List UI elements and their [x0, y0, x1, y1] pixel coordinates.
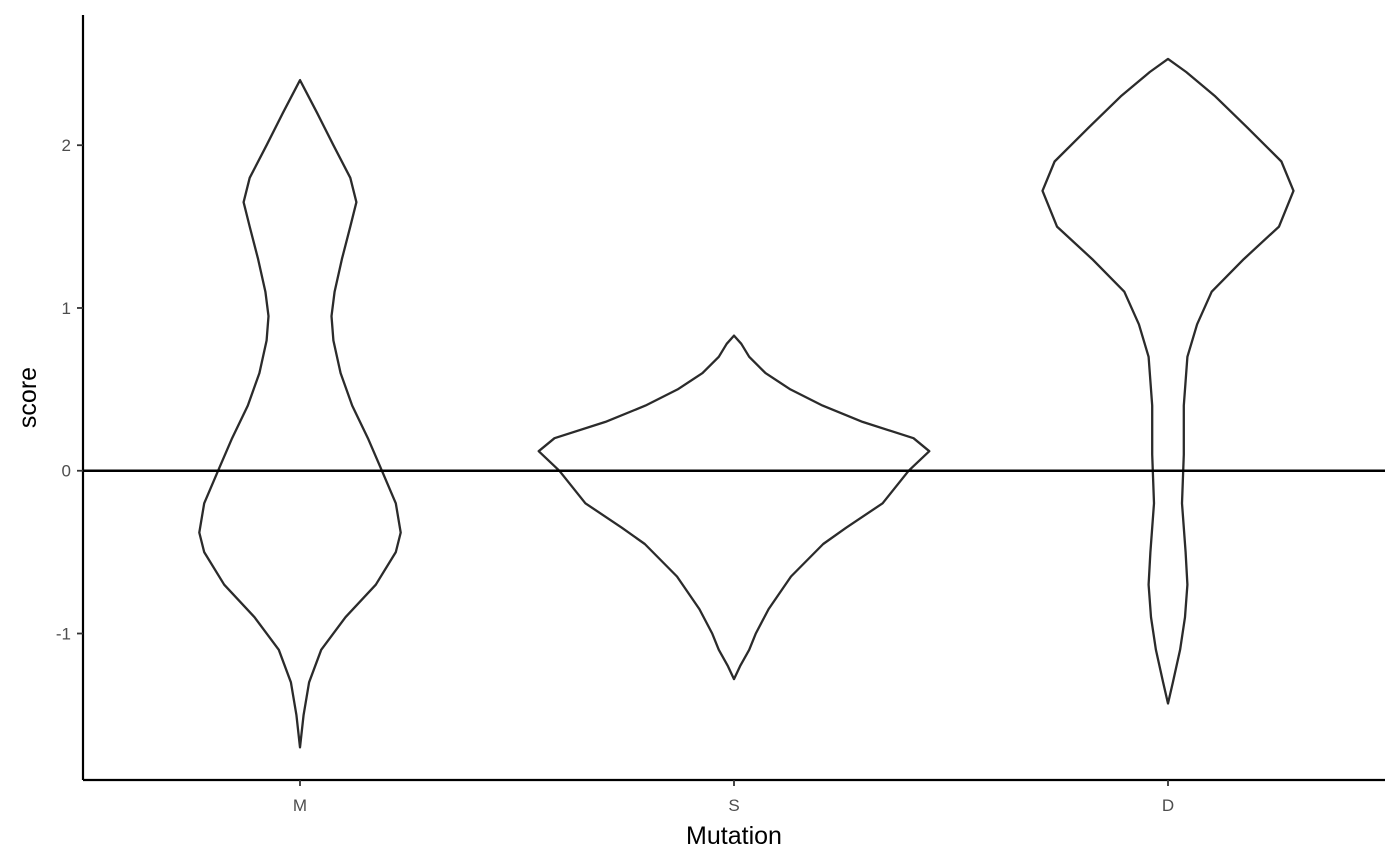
x-tick-label-S: S [728, 796, 739, 815]
y-tick-label: 0 [62, 462, 71, 481]
y-axis-title: score [14, 367, 42, 428]
y-tick-label: -1 [56, 625, 71, 644]
y-tick-label: 2 [62, 136, 71, 155]
y-tick-label: 1 [62, 299, 71, 318]
violin-M [198, 78, 402, 749]
x-tick-label-D: D [1162, 796, 1174, 815]
y-axis: -1 0 1 2 [56, 15, 85, 780]
x-axis-title: Mutation [686, 822, 782, 850]
violin-D [1041, 57, 1295, 705]
violin-S [537, 334, 931, 681]
x-tick-label-M: M [293, 796, 307, 815]
violins-layer [198, 57, 1295, 749]
